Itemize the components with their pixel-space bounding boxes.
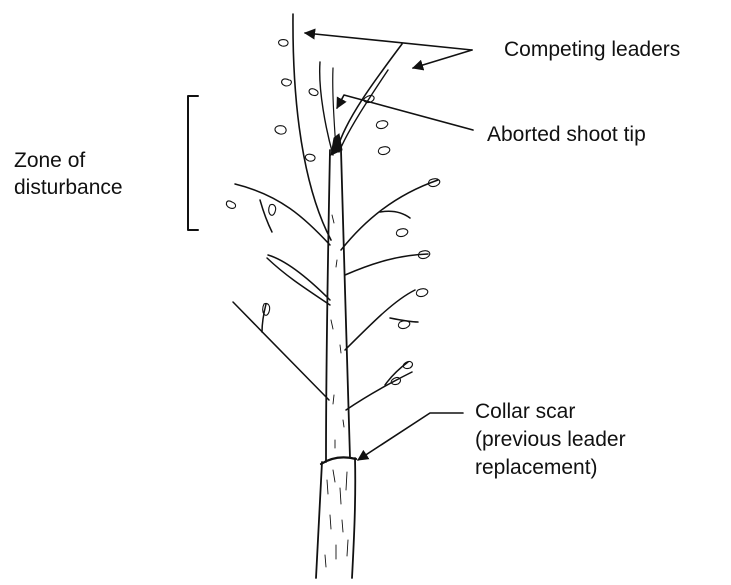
upper-leaves (275, 40, 390, 162)
upper-trunk (326, 150, 350, 462)
collar-scar-label-line-3: replacement) (475, 456, 598, 479)
zone-label-line-1: Zone of (14, 149, 85, 172)
zone-label-line-2: disturbance (14, 176, 123, 199)
zone-bracket (188, 96, 198, 230)
branch-whorl-2-leaves (398, 251, 429, 329)
aborted-shoot-tip-arrow (337, 95, 473, 130)
aborted-shoot-tip-label: Aborted shoot tip (487, 123, 646, 146)
branch-whorl-3 (233, 302, 412, 410)
branch-whorl-3-leaves (263, 303, 413, 384)
collar-scar-arrow (358, 413, 463, 460)
branch-whorl-1 (235, 180, 438, 300)
branch-whorl-1-leaves (226, 179, 439, 237)
branch-whorl-2 (267, 254, 428, 350)
competing-leaders-label: Competing leaders (504, 38, 680, 61)
lower-trunk (316, 458, 355, 578)
collar-scar-label-line-2: (previous leader (475, 428, 626, 451)
collar-scar-label-line-1: Collar scar (475, 400, 575, 423)
